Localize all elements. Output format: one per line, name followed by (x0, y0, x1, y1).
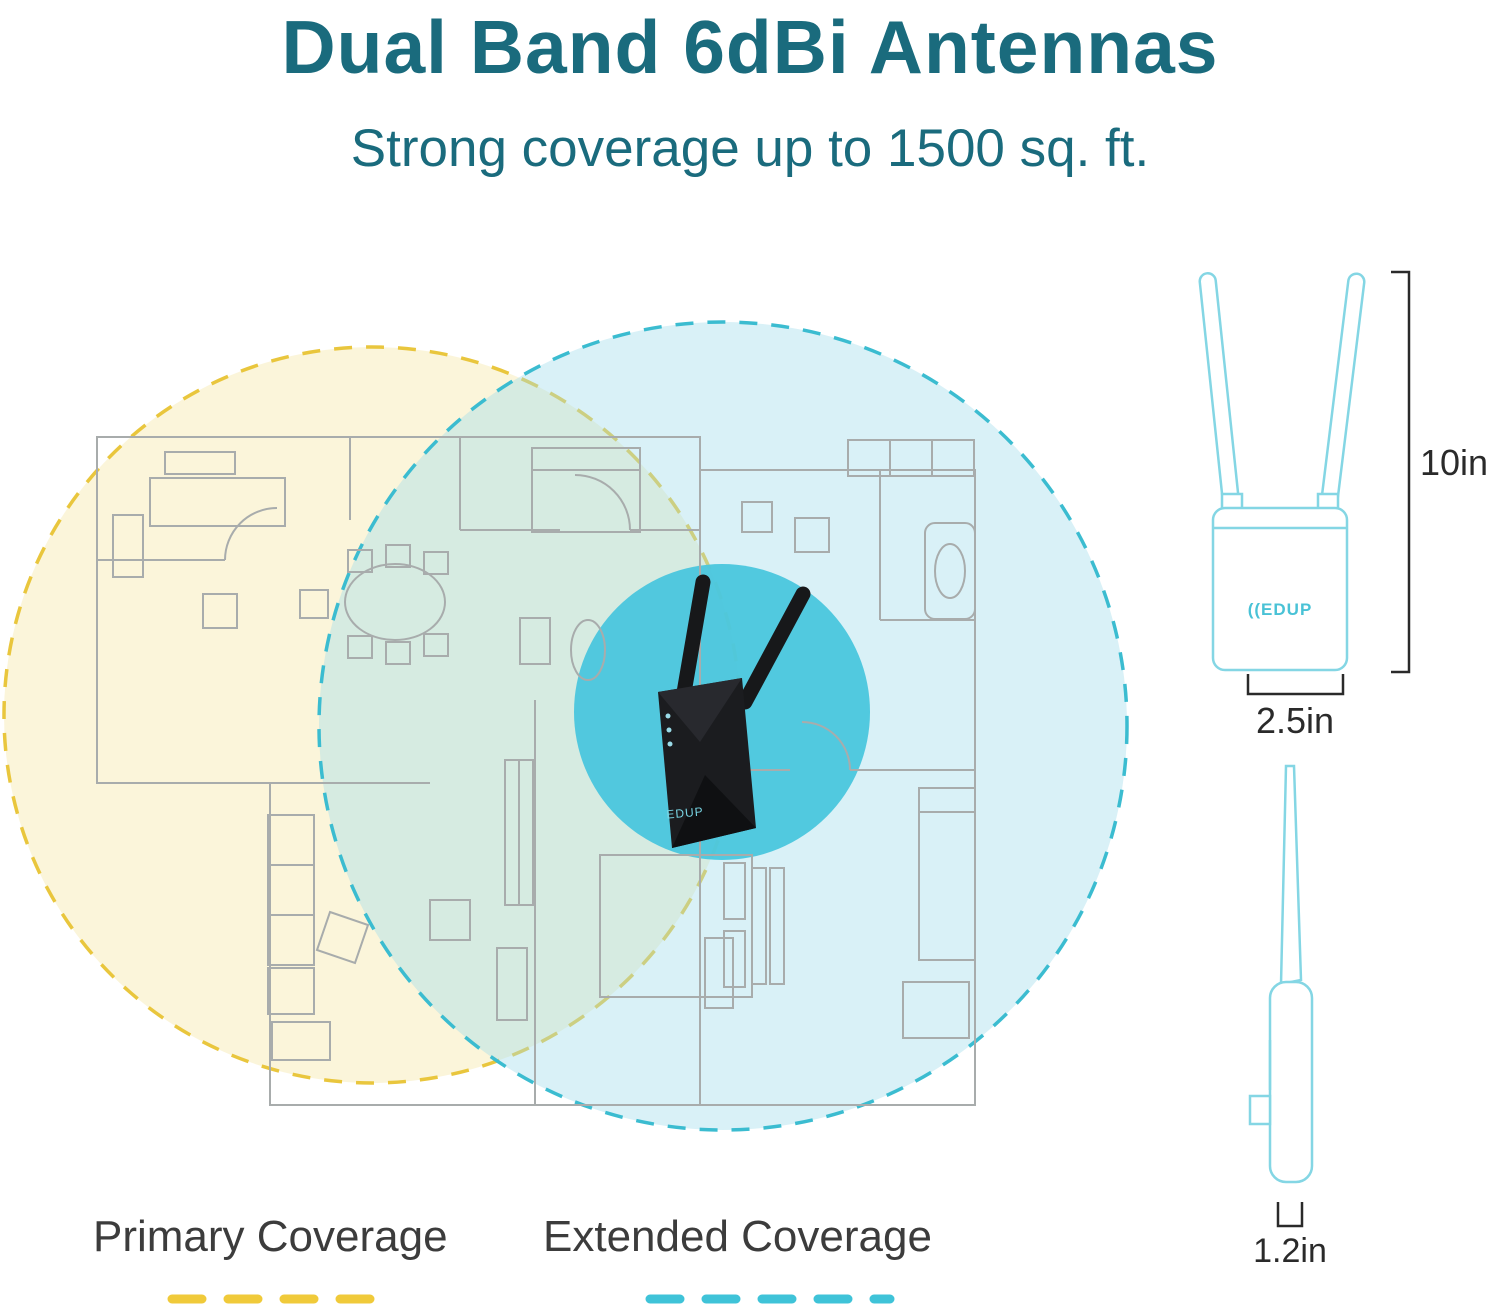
width-dimension-label: 2.5in (1255, 700, 1335, 741)
side-view-outline (1248, 764, 1314, 1184)
width-bracket (1246, 674, 1345, 696)
front-view-outline (1198, 272, 1366, 672)
brand-text: EDUP (1261, 600, 1313, 619)
legend-extended-label: Extended Coverage (543, 1212, 932, 1261)
front-view-brand-logo: ((EDUP (1213, 600, 1347, 620)
device-led (667, 741, 673, 747)
device-led (665, 713, 671, 719)
page-title: Dual Band 6dBi Antennas (281, 5, 1219, 89)
height-dimension-label: 10in (1420, 442, 1489, 483)
height-bracket (1391, 270, 1411, 674)
wifi-signal-icon: (( (1247, 600, 1262, 619)
device-photo (658, 574, 811, 848)
floorplan (96, 436, 976, 1106)
depth-dimension-label: 1.2in (1253, 1232, 1327, 1270)
depth-bracket (1276, 1202, 1304, 1228)
device-right-antenna (737, 586, 811, 710)
device-led (666, 727, 672, 733)
page-subtitle: Strong coverage up to 1500 sq. ft. (350, 119, 1150, 178)
legend-primary-label: Primary Coverage (93, 1212, 448, 1261)
